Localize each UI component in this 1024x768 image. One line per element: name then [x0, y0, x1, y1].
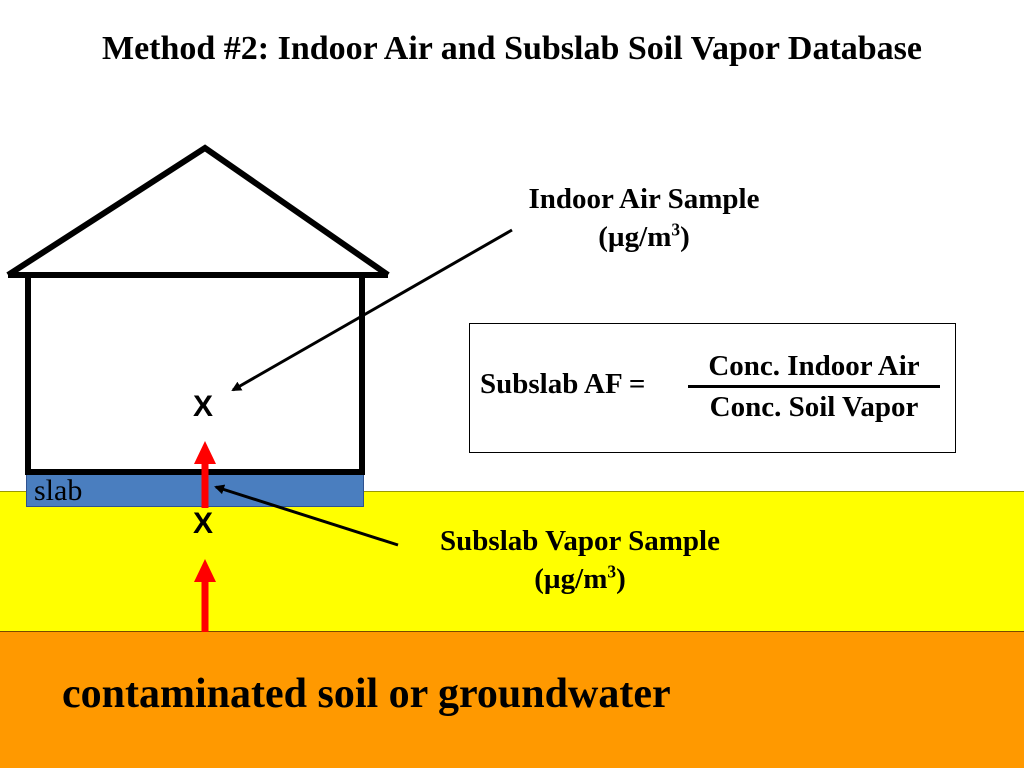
- indoor-sample-marker: X: [193, 390, 214, 423]
- vapor-arrow-upper: [194, 441, 216, 508]
- formula-box: Subslab AF = Conc. Indoor Air Conc. Soil…: [469, 323, 956, 453]
- subslab-sample-pointer: [214, 484, 399, 547]
- subslab-vapor-sample-label: Subslab Vapor Sample (µg/m3): [400, 522, 760, 598]
- slide-title: Method #2: Indoor Air and Subslab Soil V…: [101, 30, 923, 67]
- formula-lhs: Subslab AF =: [480, 368, 646, 400]
- formula-numerator: Conc. Indoor Air: [708, 350, 920, 382]
- slab-label: slab: [34, 474, 83, 507]
- house-walls: [25, 272, 365, 475]
- contaminated-layer-label: contaminated soil or groundwater: [62, 671, 671, 717]
- unsaturated-soil-layer: [0, 491, 1024, 632]
- indoor-air-sample-label: Indoor Air Sample (µg/m3): [494, 180, 794, 256]
- indoor-sample-pointer: [231, 228, 513, 392]
- vapor-arrow-lower: [194, 559, 216, 632]
- subslab-label-line1: Subslab Vapor Sample: [440, 525, 720, 557]
- subslab-label-unit: (µg/m3): [534, 561, 626, 595]
- indoor-label-line1: Indoor Air Sample: [528, 183, 760, 215]
- subslab-sample-marker: X: [193, 507, 214, 540]
- contaminated-layer: [0, 631, 1024, 768]
- indoor-label-unit: (µg/m3): [598, 219, 690, 253]
- formula-denominator: Conc. Soil Vapor: [709, 391, 919, 423]
- fraction-bar: [688, 385, 940, 388]
- house-roof: [6, 144, 390, 278]
